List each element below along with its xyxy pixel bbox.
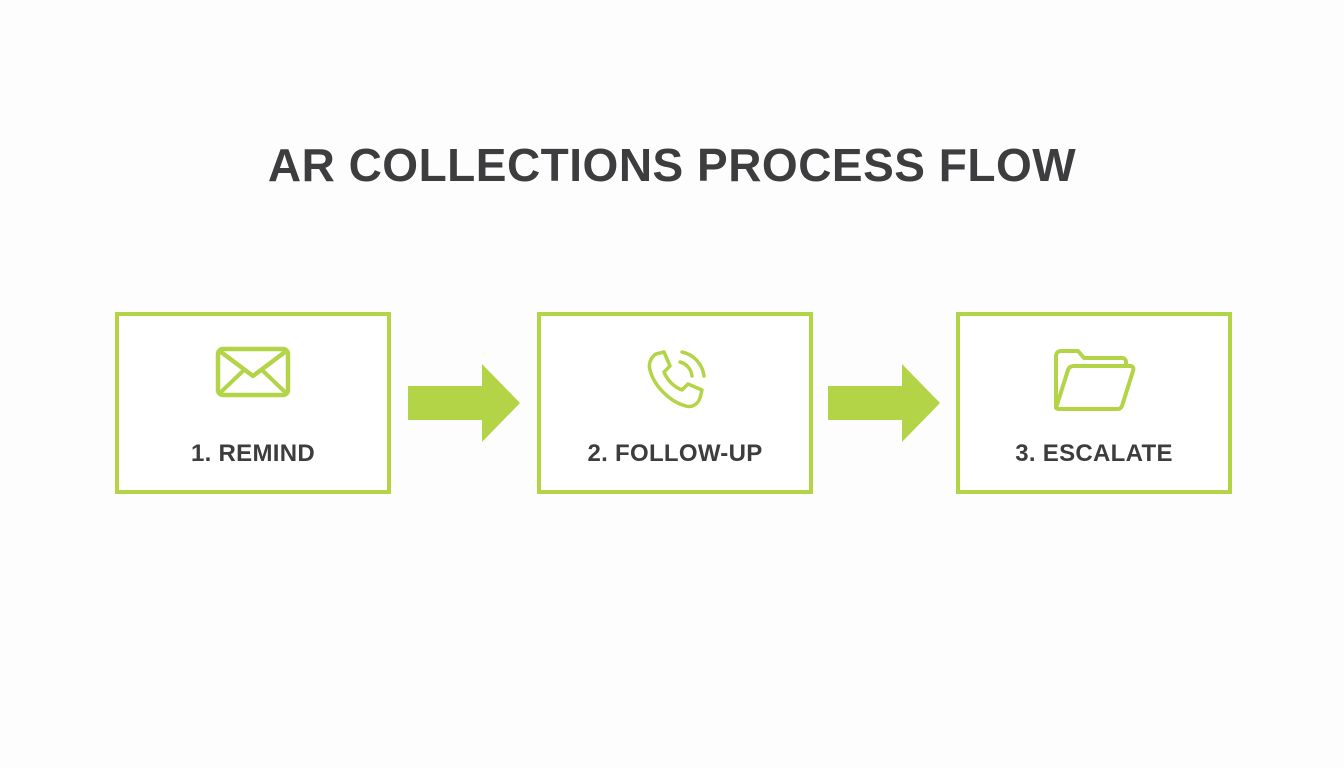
step-follow-up: 2. FOLLOW-UP — [537, 312, 813, 494]
diagram-title: AR COLLECTIONS PROCESS FLOW — [267, 139, 1077, 191]
arrow-right-icon — [408, 364, 520, 447]
step-label: 3. ESCALATE — [1015, 440, 1173, 467]
envelope-icon — [215, 346, 291, 403]
step-escalate: 3. ESCALATE — [956, 312, 1232, 494]
arrow-right-icon — [828, 364, 940, 447]
phone-icon — [642, 348, 708, 419]
folder-icon — [1052, 348, 1136, 419]
step-remind: 1. REMIND — [115, 312, 391, 494]
step-label: 2. FOLLOW-UP — [587, 440, 763, 467]
step-label: 1. REMIND — [190, 440, 316, 467]
